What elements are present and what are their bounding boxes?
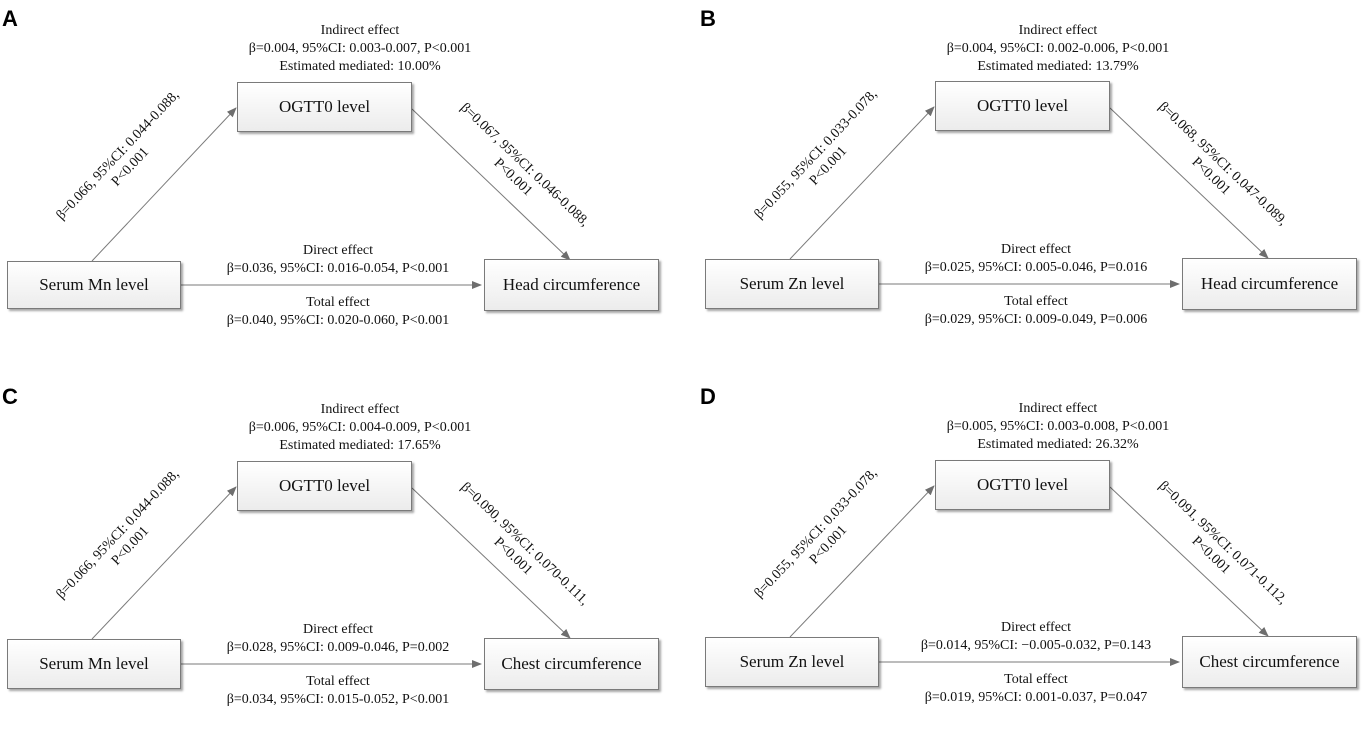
indirect-effect-title: Indirect effect (320, 23, 400, 38)
panel-label: C (2, 384, 18, 409)
total-effect-stats: β=0.029, 95%CI: 0.009-0.049, P=0.006 (924, 312, 1148, 327)
direct-effect-title: Direct effect (302, 243, 374, 258)
total-effect-stats: β=0.019, 95%CI: 0.001-0.037, P=0.047 (924, 690, 1148, 705)
path-b-arrow (1109, 486, 1269, 637)
mediator-box: OGTT0 level (935, 81, 1110, 131)
indirect-effect-stats: β=0.006, 95%CI: 0.004-0.009, P<0.001 (248, 420, 472, 435)
panel-b: B Indirect effect β=0.004, 95%CI: 0.002-… (698, 0, 1366, 356)
path-a-arrow (91, 486, 237, 640)
total-effect-stats: β=0.040, 95%CI: 0.020-0.060, P<0.001 (226, 313, 450, 328)
direct-effect-title: Direct effect (302, 622, 374, 637)
mediator-box: OGTT0 level (237, 82, 412, 132)
panel-d: D Indirect effect β=0.005, 95%CI: 0.003-… (698, 380, 1366, 736)
path-a-arrow (789, 106, 935, 260)
estimated-mediated: Estimated mediated: 13.79% (977, 59, 1139, 74)
direct-effect-title: Direct effect (1000, 242, 1072, 257)
indirect-effect-title: Indirect effect (1018, 401, 1098, 416)
panel-label: B (700, 6, 716, 31)
indirect-effect-title: Indirect effect (1018, 23, 1098, 38)
path-a-arrow (789, 485, 935, 638)
total-effect-title: Total effect (1004, 672, 1068, 687)
indirect-effect-stats: β=0.004, 95%CI: 0.003-0.007, P<0.001 (248, 41, 472, 56)
path-b-arrow (411, 108, 571, 261)
panel-a: A Indirect effect β=0.004, 95%CI: 0.003-… (0, 0, 683, 356)
path-b-arrow (1109, 107, 1269, 259)
direct-effect-stats: β=0.014, 95%CI: −0.005-0.032, P=0.143 (920, 638, 1152, 653)
panel-d-arrows (789, 485, 1269, 666)
total-effect-title: Total effect (306, 674, 370, 689)
panel-c-arrows (91, 486, 571, 668)
path-b-arrow (411, 487, 571, 639)
indirect-effect-title: Indirect effect (320, 402, 400, 417)
total-effect-title: Total effect (1004, 294, 1068, 309)
path-a-arrow (91, 107, 237, 262)
mediator-box: OGTT0 level (935, 460, 1110, 510)
panel-a-arrows (91, 107, 571, 289)
estimated-mediated: Estimated mediated: 17.65% (279, 438, 441, 453)
total-effect-stats: β=0.034, 95%CI: 0.015-0.052, P<0.001 (226, 692, 450, 707)
panel-label: D (700, 384, 716, 409)
mediator-box: OGTT0 level (237, 461, 412, 511)
indirect-effect-stats: β=0.005, 95%CI: 0.003-0.008, P<0.001 (946, 419, 1170, 434)
panel-label: A (2, 6, 18, 31)
outcome-box: Chest circumference (484, 638, 659, 690)
direct-effect-title: Direct effect (1000, 620, 1072, 635)
direct-effect-stats: β=0.036, 95%CI: 0.016-0.054, P<0.001 (226, 261, 450, 276)
indirect-effect-stats: β=0.004, 95%CI: 0.002-0.006, P<0.001 (946, 41, 1170, 56)
direct-effect-stats: β=0.025, 95%CI: 0.005-0.046, P=0.016 (924, 260, 1148, 275)
panel-c: C Indirect effect β=0.006, 95%CI: 0.004-… (0, 380, 683, 736)
exposure-box: Serum Zn level (705, 637, 879, 687)
exposure-box: Serum Mn level (7, 639, 181, 689)
outcome-box: Head circumference (1182, 258, 1357, 310)
total-effect-title: Total effect (306, 295, 370, 310)
estimated-mediated: Estimated mediated: 26.32% (977, 437, 1139, 452)
exposure-box: Serum Zn level (705, 259, 879, 309)
panel-b-arrows (789, 106, 1269, 288)
exposure-box: Serum Mn level (7, 261, 181, 309)
estimated-mediated: Estimated mediated: 10.00% (279, 59, 441, 74)
outcome-box: Head circumference (484, 259, 659, 311)
direct-effect-stats: β=0.028, 95%CI: 0.009-0.046, P=0.002 (226, 640, 450, 655)
outcome-box: Chest circumference (1182, 636, 1357, 688)
